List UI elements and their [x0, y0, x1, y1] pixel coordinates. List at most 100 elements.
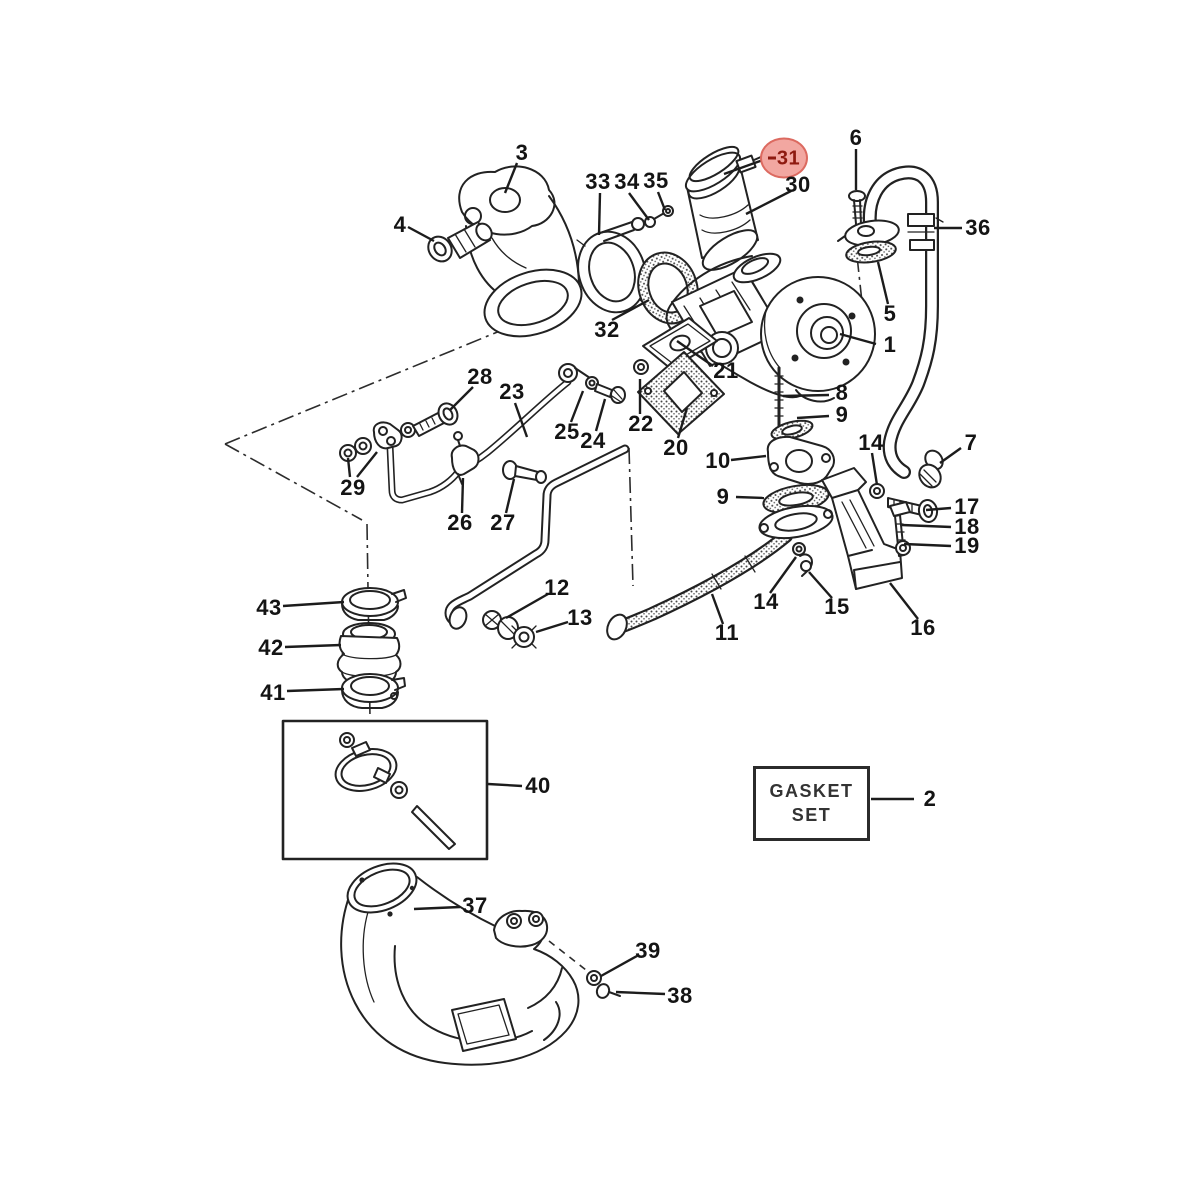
- leader-line: [903, 542, 952, 548]
- callout-1-12[interactable]: 1: [883, 332, 897, 357]
- callout-29-30[interactable]: 29: [340, 475, 366, 500]
- callout-2-41[interactable]: 2: [923, 786, 937, 811]
- callout-5-11[interactable]: 5: [883, 301, 897, 326]
- leader-line: [710, 593, 725, 625]
- leader-line: [676, 407, 689, 439]
- part-26-clamp: [450, 431, 480, 485]
- callout-7-24[interactable]: 7: [964, 430, 978, 455]
- part-43-ring: [341, 587, 407, 621]
- callout-10-19[interactable]: 10: [705, 448, 731, 473]
- callout-28-13[interactable]: 28: [467, 364, 493, 389]
- callout-36-8[interactable]: 36: [965, 215, 991, 240]
- callout-18-26[interactable]: 18: [954, 514, 980, 539]
- callout-15-28[interactable]: 15: [824, 594, 850, 619]
- callout-33-2[interactable]: 33: [585, 169, 611, 194]
- part-27-bolt: [502, 460, 547, 484]
- leader-line: [407, 225, 435, 243]
- part-19-washer: [895, 540, 911, 556]
- callout-24-16[interactable]: 24: [580, 428, 606, 453]
- leader-line: [676, 340, 714, 367]
- callout-6-7[interactable]: 6: [849, 125, 863, 150]
- callout-23-14[interactable]: 23: [499, 379, 525, 404]
- construction-line: [628, 447, 634, 587]
- leader-line: [730, 454, 767, 462]
- leader-line: [513, 402, 529, 438]
- part-41-ring: [341, 673, 406, 709]
- callout-20-18[interactable]: 20: [663, 435, 689, 460]
- leader-line: [286, 687, 345, 693]
- callout-12-33[interactable]: 12: [544, 575, 570, 600]
- leader-line: [460, 477, 465, 514]
- leader-line: [769, 556, 797, 594]
- leader-line: [745, 189, 792, 216]
- callout-27-32[interactable]: 27: [490, 510, 516, 535]
- callout-26-31[interactable]: 26: [447, 510, 473, 535]
- leader-line: [487, 782, 523, 788]
- gasket-set-line2: SET: [791, 804, 832, 825]
- callout-13-34[interactable]: 13: [567, 605, 593, 630]
- part-20-gasket: [637, 351, 725, 435]
- part-5-gasket: [845, 240, 897, 264]
- callout-30-6[interactable]: 30: [785, 172, 811, 197]
- callout-41-39[interactable]: 41: [260, 680, 286, 705]
- leader-line: [413, 905, 461, 911]
- leader-line: [503, 162, 519, 194]
- construction-line: [548, 940, 587, 971]
- leader-line: [504, 478, 516, 514]
- part-29-washers: [339, 437, 372, 462]
- callout-21-10[interactable]: 21: [713, 358, 739, 383]
- callout-16-29[interactable]: 16: [910, 615, 936, 640]
- part-drain-tube: [444, 444, 630, 630]
- leader-line: [723, 158, 764, 176]
- leader-line: [796, 414, 830, 420]
- leader-line: [939, 447, 962, 464]
- leader-line: [594, 398, 607, 432]
- part-14-washer-lower: [792, 542, 806, 556]
- leader-line: [284, 643, 342, 649]
- part-24-bolt: [594, 383, 626, 404]
- callout-43-37[interactable]: 43: [256, 595, 282, 620]
- part-36-hose: [862, 165, 944, 479]
- callout-37-42[interactable]: 37: [462, 893, 488, 918]
- part-link-plate: [372, 421, 416, 450]
- leader-line: [808, 571, 833, 599]
- callout-19-27[interactable]: 19: [954, 533, 980, 558]
- callout-8-20[interactable]: 8: [835, 380, 849, 405]
- callout-11-36[interactable]: 11: [714, 620, 740, 645]
- callout-25-15[interactable]: 25: [554, 419, 580, 444]
- leader-line: [656, 191, 667, 211]
- callout-32-9[interactable]: 32: [594, 317, 620, 342]
- callout-4-1[interactable]: 4: [393, 212, 407, 237]
- part-25-banjo-bolt: [558, 363, 599, 390]
- callout-14-35[interactable]: 14: [753, 589, 779, 614]
- callout-3-0[interactable]: 3: [515, 140, 529, 165]
- part-40-kit-box: [281, 719, 489, 861]
- callout-31-5[interactable]: 31: [760, 137, 808, 179]
- callout-38-44[interactable]: 38: [667, 983, 693, 1008]
- callout-17-25[interactable]: 17: [954, 494, 980, 519]
- callout-35-4[interactable]: 35: [643, 168, 669, 193]
- leader-line: [346, 457, 352, 478]
- leader-line: [870, 452, 879, 486]
- leader-line: [449, 386, 474, 411]
- callout-14-23[interactable]: 14: [858, 430, 884, 455]
- callout-42-38[interactable]: 42: [258, 635, 284, 660]
- leader-line: [925, 506, 952, 512]
- leader-line: [611, 298, 650, 322]
- callout-40-40[interactable]: 40: [525, 773, 551, 798]
- leader-line: [839, 332, 877, 346]
- callout-22-17[interactable]: 22: [628, 411, 654, 436]
- callout-9-21[interactable]: 9: [835, 402, 849, 427]
- callout-9-22[interactable]: 9: [716, 484, 730, 509]
- leader-lines: [282, 149, 962, 996]
- leader-line: [889, 582, 919, 620]
- callout-34-3[interactable]: 34: [614, 169, 640, 194]
- leader-line: [505, 592, 549, 620]
- leader-line: [615, 990, 666, 996]
- part-28-bolt: [412, 402, 459, 437]
- callout-39-43[interactable]: 39: [635, 938, 661, 963]
- gasket-set-box: GASKET SET: [753, 766, 870, 841]
- leader-line: [876, 261, 890, 305]
- part-7-fitting: [918, 449, 944, 489]
